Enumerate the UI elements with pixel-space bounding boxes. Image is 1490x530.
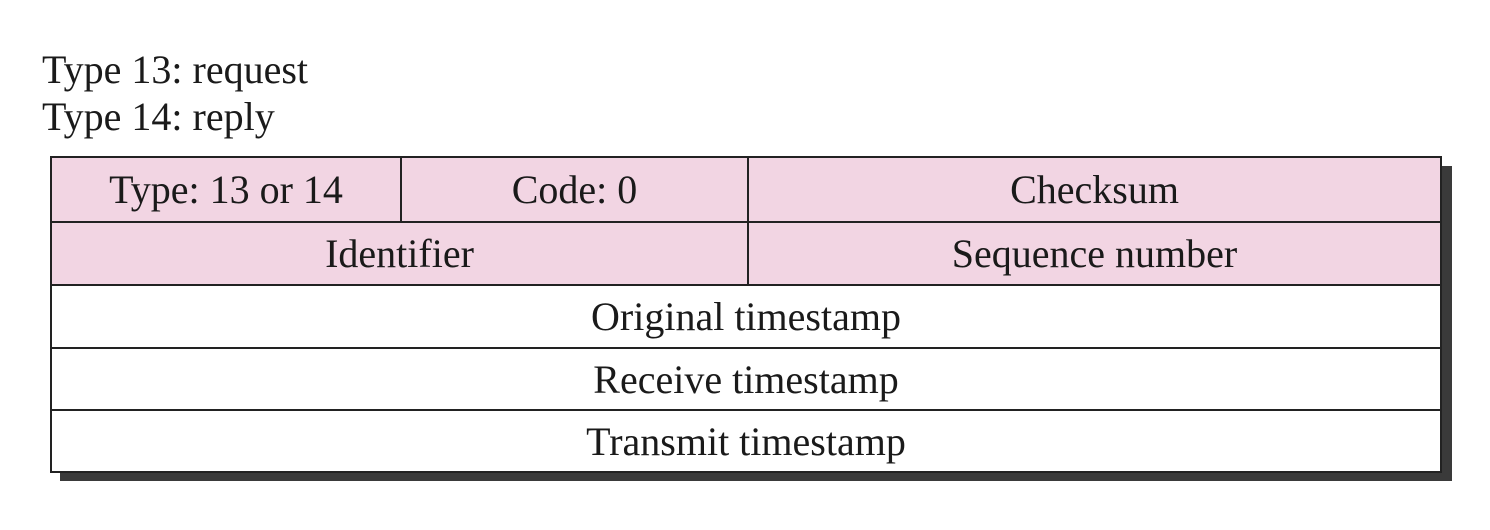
checksum-field: Checksum bbox=[747, 158, 1440, 221]
type-legend: Type 13: request Type 14: reply bbox=[42, 46, 308, 140]
legend-reply: Type 14: reply bbox=[42, 94, 275, 139]
transmit-timestamp-row: Transmit timestamp bbox=[52, 409, 1440, 471]
legend-request: Type 13: request bbox=[42, 47, 309, 92]
code-field: Code: 0 bbox=[400, 158, 747, 221]
receive-timestamp-row: Receive timestamp bbox=[52, 347, 1440, 409]
sequence-number-field: Sequence number bbox=[747, 223, 1440, 284]
original-timestamp-field: Original timestamp bbox=[591, 294, 901, 339]
identifier-field: Identifier bbox=[52, 223, 747, 284]
receive-timestamp-field: Receive timestamp bbox=[593, 356, 899, 402]
transmit-timestamp-field: Transmit timestamp bbox=[586, 418, 906, 464]
type-field: Type: 13 or 14 bbox=[52, 158, 400, 221]
icmp-timestamp-format: Type: 13 or 14 Code: 0 Checksum Identifi… bbox=[50, 156, 1442, 473]
original-timestamp-row: Original timestamp bbox=[52, 284, 1440, 347]
header-row-1: Type: 13 or 14 Code: 0 Checksum bbox=[52, 158, 1440, 221]
header-row-2: Identifier Sequence number bbox=[52, 221, 1440, 284]
